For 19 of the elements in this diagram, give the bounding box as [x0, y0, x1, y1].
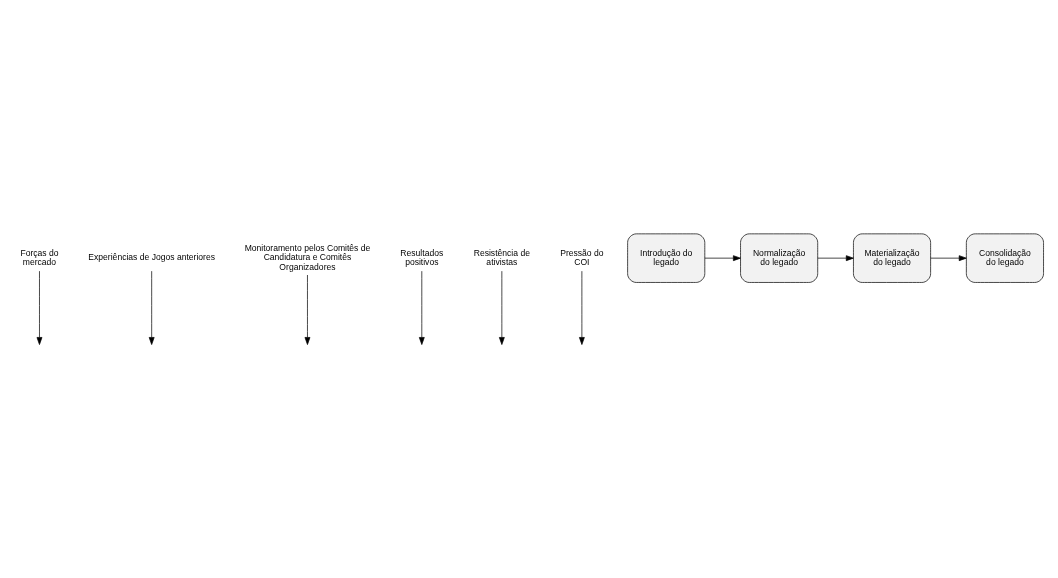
node-box: Introdução do legado	[627, 233, 706, 283]
node-text: Monitoramento pelos Comitês de Candidatura e Comitês Organizadores	[244, 242, 371, 272]
node-text: Forças do mercado	[20, 247, 59, 267]
node-text: Pressão do COI	[560, 247, 604, 267]
node-box: Consolidação do legado	[966, 233, 1044, 283]
node-box: Materialização do legado	[853, 233, 931, 283]
node-text: Resistência de ativistas	[473, 247, 530, 267]
arrow	[499, 270, 505, 345]
node-text: Resultados positivos	[400, 247, 444, 267]
arrow	[148, 270, 155, 345]
arrow	[36, 270, 43, 345]
arrow	[817, 254, 854, 261]
node-text: Experiências de Jogos anteriores	[88, 251, 215, 262]
arrow	[704, 254, 741, 261]
arrow	[930, 254, 967, 261]
arrow	[579, 270, 585, 345]
arrow	[418, 270, 425, 345]
arrow	[304, 274, 311, 345]
node-box: Normalização do legado	[740, 233, 819, 283]
